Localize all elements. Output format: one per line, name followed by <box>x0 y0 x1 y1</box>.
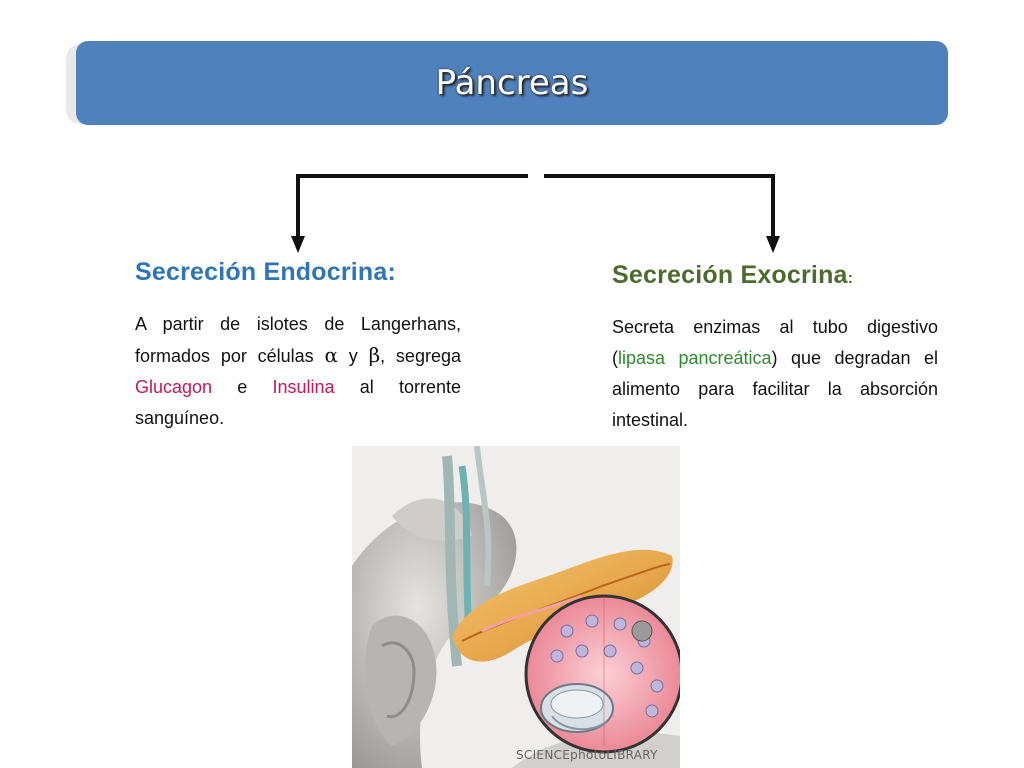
exocrine-heading: Secreción Exocrina: <box>612 261 938 290</box>
endocrine-text-1: A partir de islotes de Langerhans, forma… <box>135 314 461 366</box>
endocrine-description: A partir de islotes de Langerhans, forma… <box>135 309 461 434</box>
endocrine-text-2: y <box>337 346 369 366</box>
alpha-symbol: α <box>324 343 338 367</box>
endocrine-text-3: , segrega <box>380 346 461 366</box>
pancreas-illustration <box>352 446 680 768</box>
beta-symbol: β <box>368 343 381 367</box>
right-arrow-icon <box>766 236 780 253</box>
left-arrow-icon <box>291 236 305 253</box>
endocrine-heading: Secreción Endocrina: <box>135 258 461 287</box>
pancreas-anatomy-image <box>352 446 680 768</box>
exocrine-text-2: ) que degradan el alimento para facilita… <box>612 348 939 430</box>
endocrine-text-4: e <box>212 377 273 397</box>
left-branch-line <box>296 174 528 240</box>
endocrine-section: Secreción Endocrina: A partir de islotes… <box>135 258 461 434</box>
endocrine-heading-colon: : <box>387 258 397 286</box>
right-branch-line <box>544 174 775 240</box>
exocrine-heading-colon: : <box>847 270 854 287</box>
exocrine-heading-text: Secreción Exocrina <box>612 261 848 289</box>
endocrine-text-5: al torrente sanguíneo. <box>135 377 462 428</box>
exocrine-text-1: Secreta enzimas al tubo digestivo ( <box>612 317 938 368</box>
exocrine-section: Secreción Exocrina: Secreta enzimas al t… <box>612 261 938 436</box>
exocrine-description: Secreta enzimas al tubo digestivo (lipas… <box>612 312 938 436</box>
image-credit: SCIENCEphotoLIBRARY <box>516 748 658 762</box>
endocrine-heading-text: Secreción Endocrina <box>135 258 388 286</box>
page-title: Páncreas <box>435 63 589 103</box>
title-bar: Páncreas <box>76 41 948 125</box>
glucagon-term: Glucagon <box>135 377 213 397</box>
lipasa-term: lipasa pancreática <box>618 348 772 368</box>
insulina-term: Insulina <box>272 377 335 397</box>
